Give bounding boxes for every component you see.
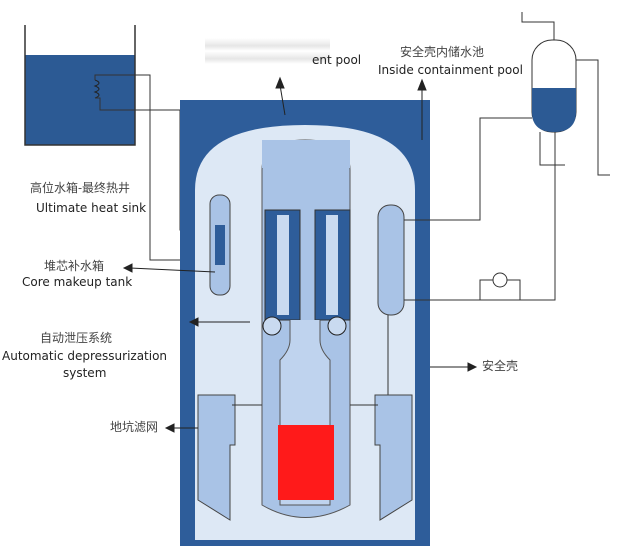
pressurizer — [377, 204, 405, 316]
reactor-core — [278, 425, 334, 500]
top-pool-label: ent pool — [312, 53, 362, 67]
inside-pool-label-en: Inside containment pool — [378, 63, 523, 77]
cmt-label-en: Core makeup tank — [22, 275, 133, 289]
sump-screen-left — [197, 394, 236, 521]
obscured-label — [205, 38, 330, 64]
reactor-vessel — [261, 139, 351, 518]
heat-sink-label-en: Ultimate heat sink — [36, 201, 147, 215]
heat-sink-label-zh: 高位水箱-最终热井 — [30, 181, 131, 195]
label-arrows — [122, 76, 478, 433]
ads-label-zh: 自动泄压系统 — [40, 331, 113, 345]
ads-label-en2: system — [63, 366, 107, 380]
cmt-label-zh: 堆芯补水箱 — [44, 259, 105, 273]
sump-screen-right — [374, 394, 413, 521]
sump-screen-label: 地坑滤网 — [110, 420, 159, 434]
ultimate-heat-sink-tank — [24, 25, 215, 261]
inside-pool-label-zh: 安全壳内储水池 — [400, 45, 485, 59]
ads-label-en1: Automatic depressurization — [2, 349, 168, 363]
containment-label: 安全壳 — [482, 359, 519, 373]
inside-containment-pool-tank — [404, 12, 610, 301]
